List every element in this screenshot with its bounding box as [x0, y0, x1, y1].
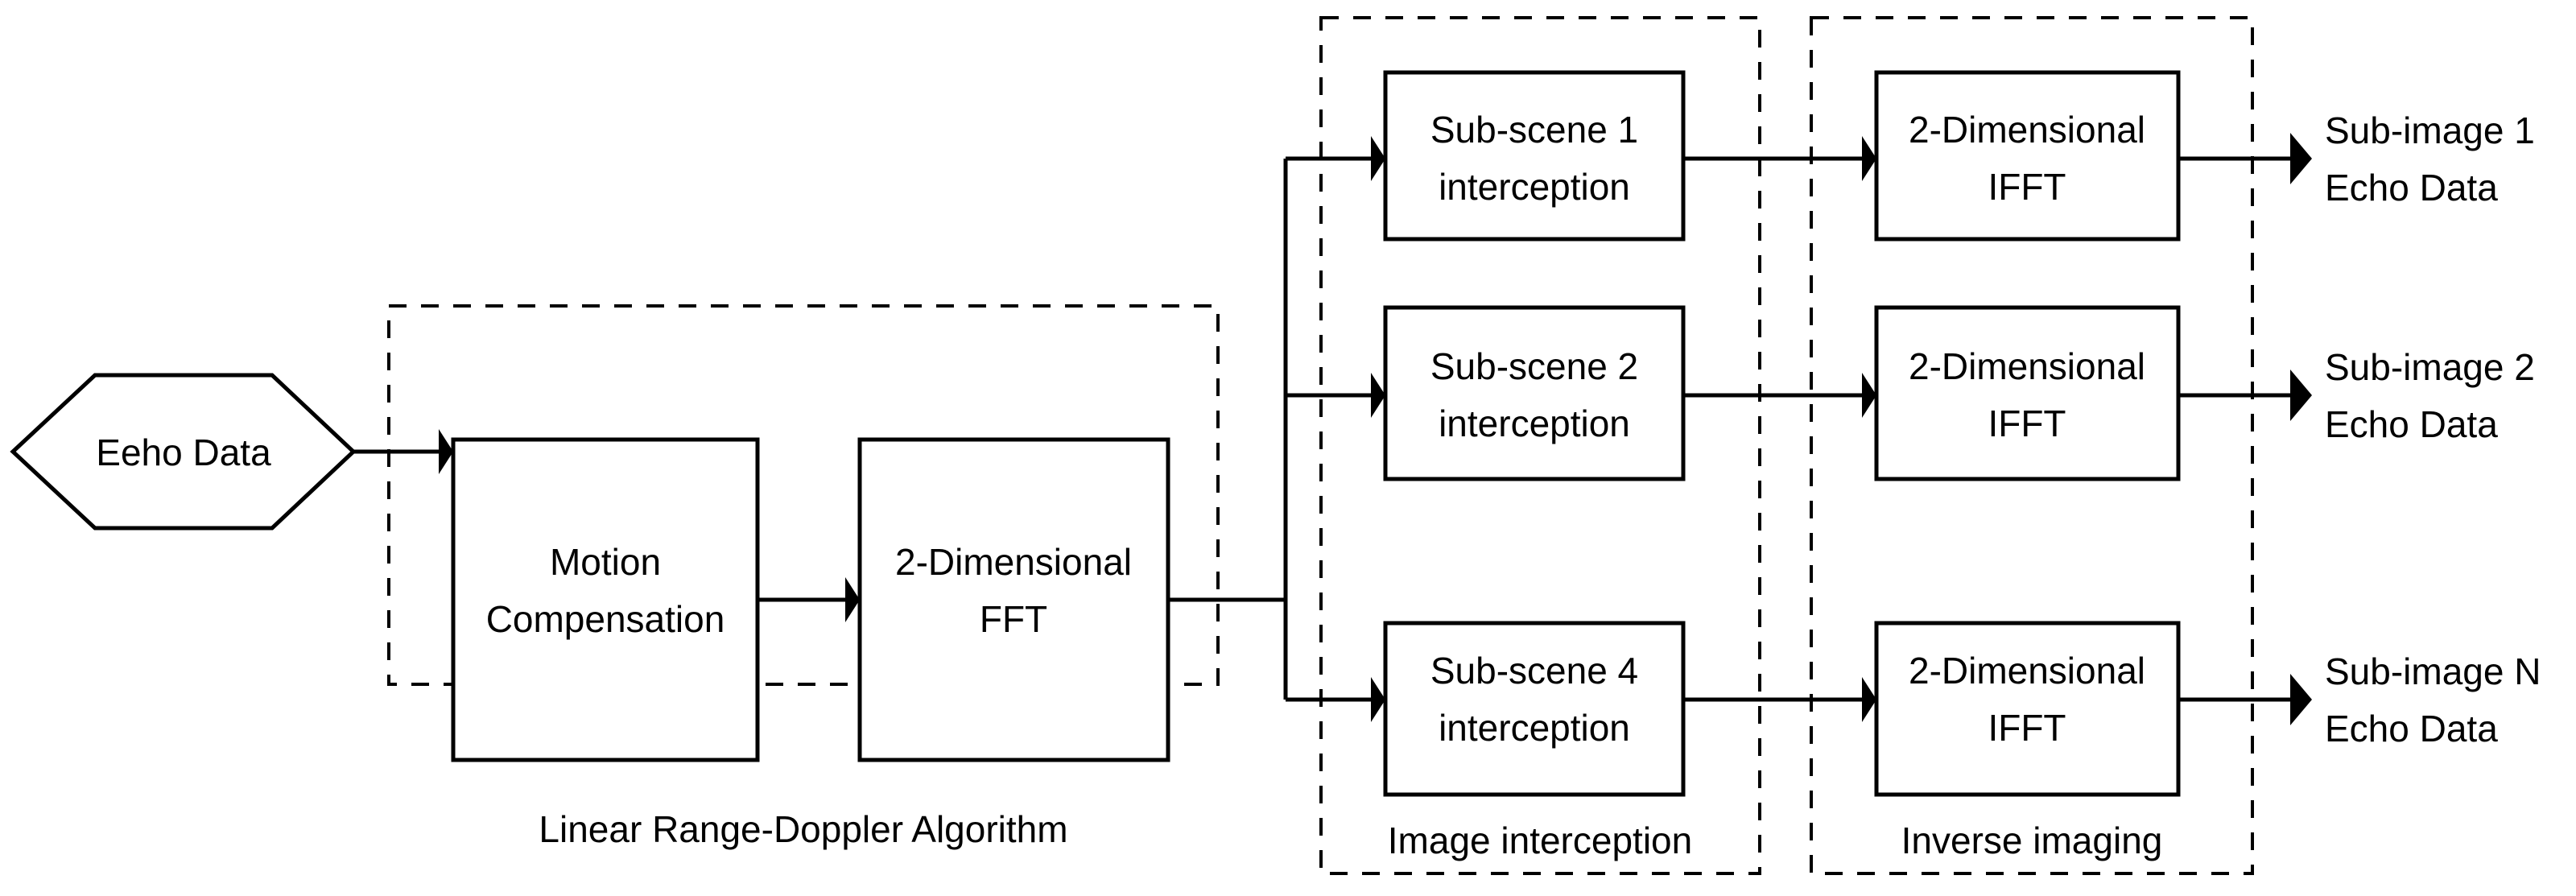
block-motion-compensation-line2: Compensation	[486, 598, 725, 640]
block-sub-scene-interception-row-1-line1: Sub-scene 1	[1430, 109, 1638, 151]
block-sub-scene-interception-row-3[interactable]	[1383, 621, 1686, 797]
input-hexagon-label: Eeho Data	[96, 431, 271, 473]
block-ifft-row-2-line2: IFFT	[1988, 403, 2066, 444]
arrow-row3-interception-to-ifft	[1862, 677, 1876, 722]
group-image-interception	[1319, 16, 1761, 875]
block-sub-scene-interception-row-1[interactable]	[1383, 70, 1686, 242]
block-ifft-row-1-line2: IFFT	[1988, 166, 2066, 208]
output-label-row-1-line1: Sub-image 1	[2325, 109, 2535, 151]
block-sub-scene-interception-row-2[interactable]	[1383, 305, 1686, 481]
block-two-dimensional-fft-line1: 2-Dimensional	[895, 541, 1132, 583]
arrow-bus-to-row1	[1371, 136, 1385, 181]
arrow-row3-ifft-to-output	[2290, 674, 2312, 725]
arrow-input-to-motion	[439, 429, 453, 474]
block-sub-scene-interception-row-1-line2: interception	[1439, 166, 1630, 208]
output-label-row-2-line2: Echo Data	[2325, 403, 2498, 445]
block-ifft-row-2[interactable]	[1874, 305, 2181, 481]
block-sub-scene-interception-row-2-line1: Sub-scene 2	[1430, 345, 1638, 387]
arrow-row2-interception-to-ifft	[1862, 373, 1876, 418]
group-linear-range-doppler	[387, 304, 1220, 686]
arrow-bus-to-row3	[1371, 677, 1385, 722]
block-motion-compensation-line1: Motion	[550, 541, 661, 583]
output-label-row-3-line2: Echo Data	[2325, 708, 2498, 749]
arrow-row2-ifft-to-output	[2290, 370, 2312, 421]
arrow-row1-interception-to-ifft	[1862, 136, 1876, 181]
arrow-row1-ifft-to-output	[2290, 133, 2312, 184]
arrow-bus-to-row2	[1371, 373, 1385, 418]
block-ifft-row-3-line2: IFFT	[1988, 707, 2066, 749]
block-ifft-row-1-line1: 2-Dimensional	[1909, 109, 2145, 151]
block-sub-scene-interception-row-2-line2: interception	[1439, 403, 1630, 444]
block-ifft-row-3[interactable]	[1874, 621, 2181, 797]
group-inverse-imaging-label: Inverse imaging	[1901, 820, 2163, 861]
block-two-dimensional-fft[interactable]	[857, 437, 1170, 762]
block-sub-scene-interception-row-3-line2: interception	[1439, 707, 1630, 749]
block-ifft-row-3-line1: 2-Dimensional	[1909, 650, 2145, 692]
output-label-row-2-line1: Sub-image 2	[2325, 346, 2535, 388]
block-ifft-row-1[interactable]	[1874, 70, 2181, 242]
block-two-dimensional-fft-line2: FFT	[980, 598, 1047, 640]
output-label-row-3-line1: Sub-image N	[2325, 650, 2541, 692]
block-motion-compensation[interactable]	[451, 437, 760, 762]
group-linear-range-doppler-label: Linear Range-Doppler Algorithm	[539, 808, 1067, 850]
arrow-motion-to-fft	[845, 577, 860, 622]
block-ifft-row-2-line1: 2-Dimensional	[1909, 345, 2145, 387]
group-image-interception-label: Image interception	[1388, 820, 1692, 861]
group-inverse-imaging	[1810, 16, 2254, 875]
block-sub-scene-interception-row-3-line1: Sub-scene 4	[1430, 650, 1638, 692]
output-label-row-1-line2: Echo Data	[2325, 167, 2498, 209]
